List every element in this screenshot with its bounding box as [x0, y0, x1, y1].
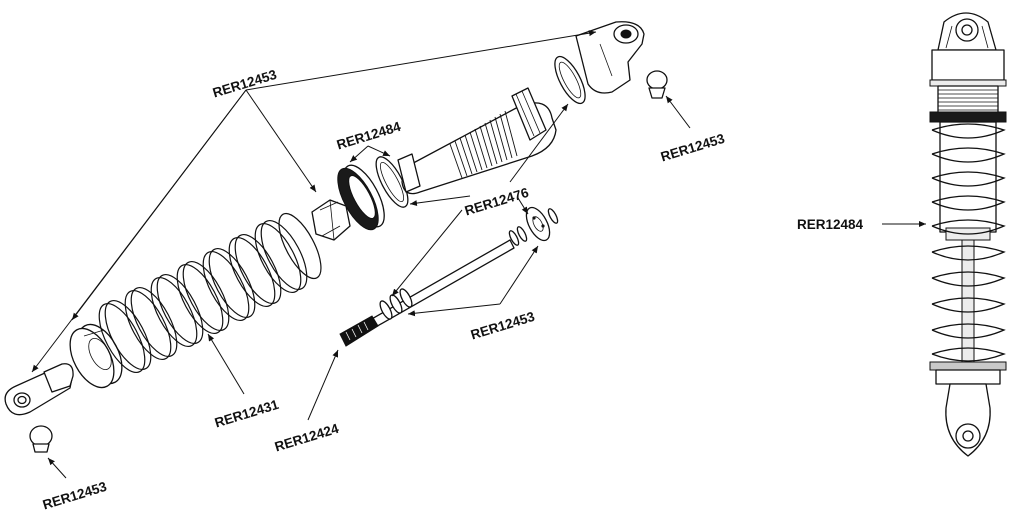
assembled-shock: [929, 12, 1007, 457]
spring-retainer-nut: [311, 199, 351, 241]
top-cap: [575, 21, 645, 94]
label-top-ball-stud: RER12453: [659, 131, 727, 165]
shock-shaft: [339, 239, 515, 347]
label-body-collar: RER12484: [335, 119, 403, 153]
threaded-shock-body: [397, 87, 557, 195]
o-ring-cap: [554, 55, 586, 105]
top-ball-stud: [646, 70, 668, 99]
o-ring-upper: [375, 156, 409, 208]
lower-ball-stud: [29, 425, 53, 453]
piston-parts: [508, 206, 559, 246]
label-spring: RER12431: [213, 397, 281, 431]
leader-lines: [31, 30, 926, 479]
label-shaft: RER12424: [273, 421, 341, 455]
lower-rod-end: [4, 363, 74, 416]
label-piston-parts: RER12453: [469, 309, 537, 343]
label-assembled-collar: RER12484: [797, 217, 864, 232]
label-bottom-ball-stud: RER12453: [41, 479, 109, 513]
label-upper-cap-ends: RER12453: [211, 67, 279, 101]
label-o-rings: RER12476: [463, 185, 531, 219]
spring-coils: [98, 212, 322, 373]
body-collar: [337, 164, 385, 231]
